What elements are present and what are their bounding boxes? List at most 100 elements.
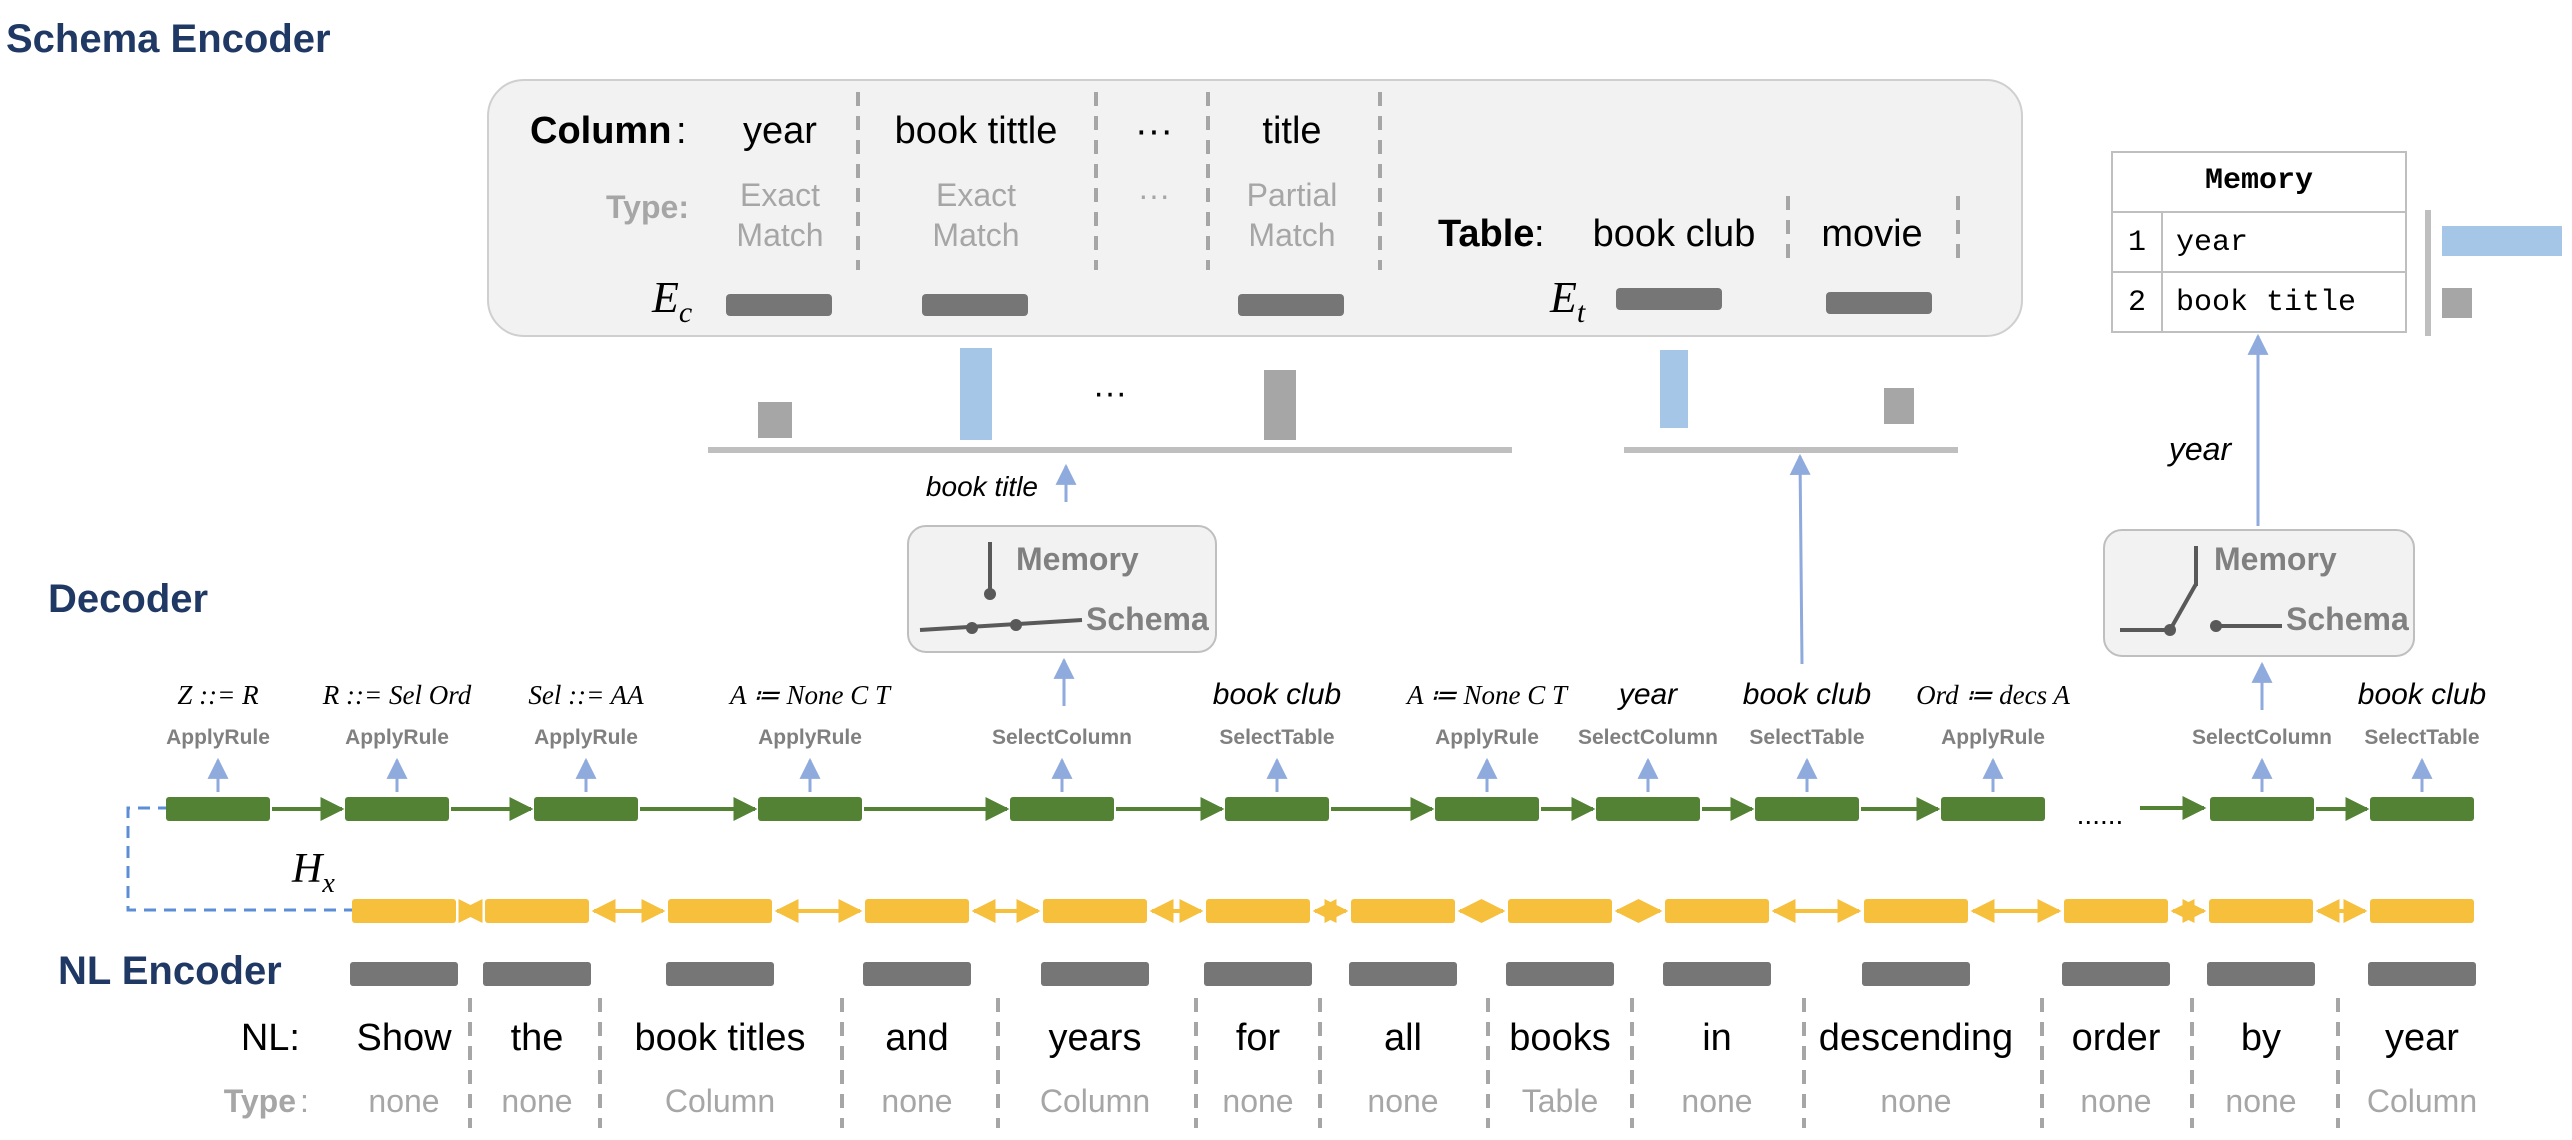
token-embedding-bar	[350, 962, 458, 986]
score-bar-year	[758, 402, 792, 438]
schema-panel-background	[487, 79, 2023, 337]
memory-row-index: 1	[2128, 226, 2146, 260]
encoder-cell	[1043, 899, 1147, 923]
decoder-step-value: Sel ::= AA	[528, 680, 644, 710]
decoder-cell	[758, 797, 862, 821]
ec-symbol: Ec	[651, 273, 692, 329]
nl-token-word: year	[2385, 1017, 2459, 1059]
decoder-step-action: SelectColumn	[992, 726, 1132, 749]
arrow-label-year: year	[2167, 431, 2233, 467]
column-score-chart: ···	[708, 348, 1512, 453]
column-embedding-bar	[726, 294, 832, 316]
decoder-step-value: book club	[1213, 678, 1341, 711]
column-type-line2: Match	[736, 217, 823, 253]
table-name: book club	[1593, 213, 1756, 255]
nl-token-word: books	[1509, 1017, 1610, 1059]
encoder-cell	[2064, 899, 2168, 923]
token-embedding-bar	[2062, 962, 2170, 986]
schema-type-label: Type:	[606, 189, 689, 225]
decoder-step-action: SelectColumn	[1578, 726, 1718, 749]
schema-table-movie: movie	[1821, 213, 1932, 314]
column-type-line1: ···	[1138, 177, 1170, 213]
schema-encoder-title: Schema Encoder	[6, 17, 331, 61]
encoder-cell	[1206, 899, 1310, 923]
decoder-ellipsis: ......	[2077, 799, 2124, 830]
nl-token-type: none	[1367, 1083, 1438, 1119]
nl-token-type: Column	[665, 1083, 775, 1119]
decoder-step-value: Ord ≔ decs A	[1916, 680, 2070, 710]
nl-token-word: and	[885, 1017, 948, 1059]
decoder-cell	[2210, 797, 2314, 821]
memory-row-value: book title	[2176, 286, 2356, 320]
nl-token-type: Column	[2367, 1083, 2477, 1119]
score-bar-book-tittle	[960, 348, 992, 440]
decoder-cell	[1596, 797, 1700, 821]
table-label: Table	[1438, 213, 1534, 255]
nl-token-word: all	[1384, 1017, 1422, 1059]
score-bar-book-club	[1660, 350, 1688, 428]
decoder-cell	[1755, 797, 1859, 821]
nl-token-word: order	[2072, 1017, 2161, 1059]
switch-box-left: Memory Schema	[907, 525, 1217, 653]
score-bar-title	[1264, 370, 1296, 440]
decoder-step-action: SelectTable	[1219, 726, 1334, 749]
decoder-cell	[534, 797, 638, 821]
nl-type-label: Type	[224, 1083, 296, 1119]
nl-token-word: for	[1236, 1017, 1281, 1059]
decoder-step-action: ApplyRule	[166, 726, 270, 749]
table-embedding-bar	[1616, 288, 1722, 310]
decoder-step-action: ApplyRule	[1435, 726, 1539, 749]
decoder-step-action: ApplyRule	[534, 726, 638, 749]
score-ellipsis: ···	[1093, 374, 1127, 412]
encoder-cell	[2370, 899, 2474, 923]
switch-memory-label: Memory	[2214, 541, 2337, 577]
memory-score-bar-year	[2442, 226, 2562, 256]
encoder-cell	[668, 899, 772, 923]
decoder-step-value: year	[1617, 678, 1678, 711]
decoder-cell	[1225, 797, 1329, 821]
score-bar-movie	[1884, 388, 1914, 424]
token-embedding-bar	[863, 962, 971, 986]
decoder-cell	[345, 797, 449, 821]
decoder-cell	[1435, 797, 1539, 821]
column-name: title	[1262, 110, 1321, 152]
decoder-step-action: ApplyRule	[345, 726, 449, 749]
schema-column-book-tittle: book tittle Exact Match	[895, 110, 1057, 316]
encoder-cell	[352, 899, 456, 923]
nl-token-type: none	[501, 1083, 572, 1119]
decoder-step-value: book club	[2358, 678, 2486, 711]
token-embedding-bar	[1041, 962, 1149, 986]
encoder-cell	[1351, 899, 1455, 923]
schema-column-title: title Partial Match	[1238, 110, 1344, 316]
nl-token-type: Table	[1522, 1083, 1599, 1119]
encoder-cell	[1864, 899, 1968, 923]
nl-token-type: none	[1681, 1083, 1752, 1119]
token-embedding-bar	[483, 962, 591, 986]
memory-row-index: 2	[2128, 286, 2146, 320]
encoder-cell	[1508, 899, 1612, 923]
schema-column-year: year Exact Match	[726, 110, 832, 316]
column-type-line2: Match	[932, 217, 1019, 253]
decoder-step-action: SelectTable	[2364, 726, 2479, 749]
token-embedding-bar	[1862, 962, 1970, 986]
nl-token-word: years	[1049, 1017, 1142, 1059]
encoder-cell	[485, 899, 589, 923]
nl-token: all none	[1349, 899, 1457, 1119]
encoder-cell	[2209, 899, 2313, 923]
column-type-line1: Exact	[740, 177, 820, 213]
nl-token-word: book titles	[634, 1017, 805, 1059]
